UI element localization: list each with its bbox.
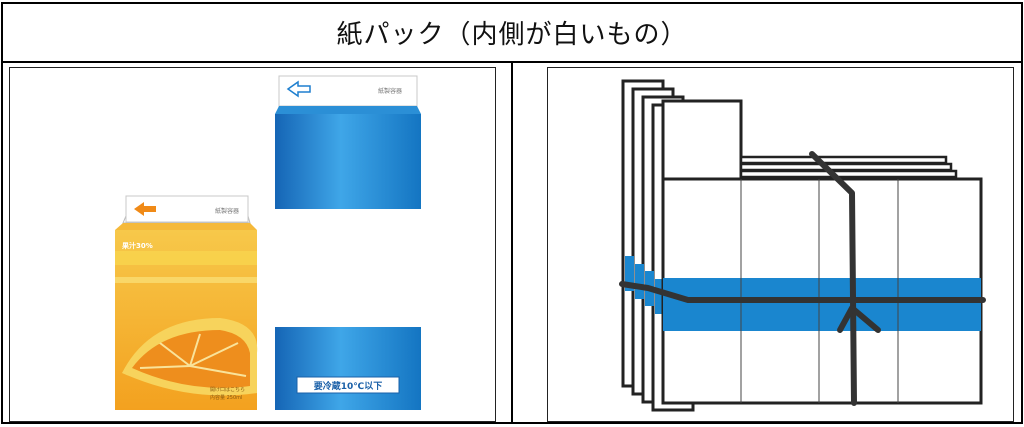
strapping-string bbox=[619, 151, 986, 406]
front-blue-band bbox=[663, 278, 981, 331]
juice-bottom-text-2: 内容量 250ml bbox=[210, 394, 242, 401]
juice-bottom-text-1: 開け口はこちら bbox=[210, 387, 245, 393]
bundled-cartons-diagram bbox=[547, 67, 1014, 422]
arrow-left-icon bbox=[134, 202, 156, 216]
juice-percent-label: 果汁30% bbox=[122, 241, 153, 250]
bundle-svg bbox=[619, 79, 986, 412]
cartons-svg: 紙製容器 果汁30% 開け口はこちら 内容量 250ml 紙製容器 bbox=[115, 75, 421, 410]
milk-carton: 紙製容器 要冷蔵10℃以下 bbox=[275, 75, 421, 410]
juice-carton-top-label: 紙製容器 bbox=[215, 207, 239, 215]
milk-carton-bottom-label: 要冷蔵10℃以下 bbox=[314, 380, 382, 392]
arrow-left-outline-icon bbox=[286, 80, 311, 98]
milk-carton-top-label: 紙製容器 bbox=[378, 87, 402, 95]
juice-carton: 紙製容器 果汁30% 開け口はこちら 内容量 250ml bbox=[115, 195, 258, 410]
page-title: 紙パック（内側が白いもの） bbox=[336, 19, 688, 50]
panel-dividers bbox=[740, 179, 899, 403]
carton-top-strips bbox=[739, 155, 958, 179]
carton-top-flap bbox=[661, 99, 743, 181]
carton-illustration: 紙製容器 果汁30% 開け口はこちら 内容量 250ml 紙製容器 bbox=[9, 67, 496, 422]
